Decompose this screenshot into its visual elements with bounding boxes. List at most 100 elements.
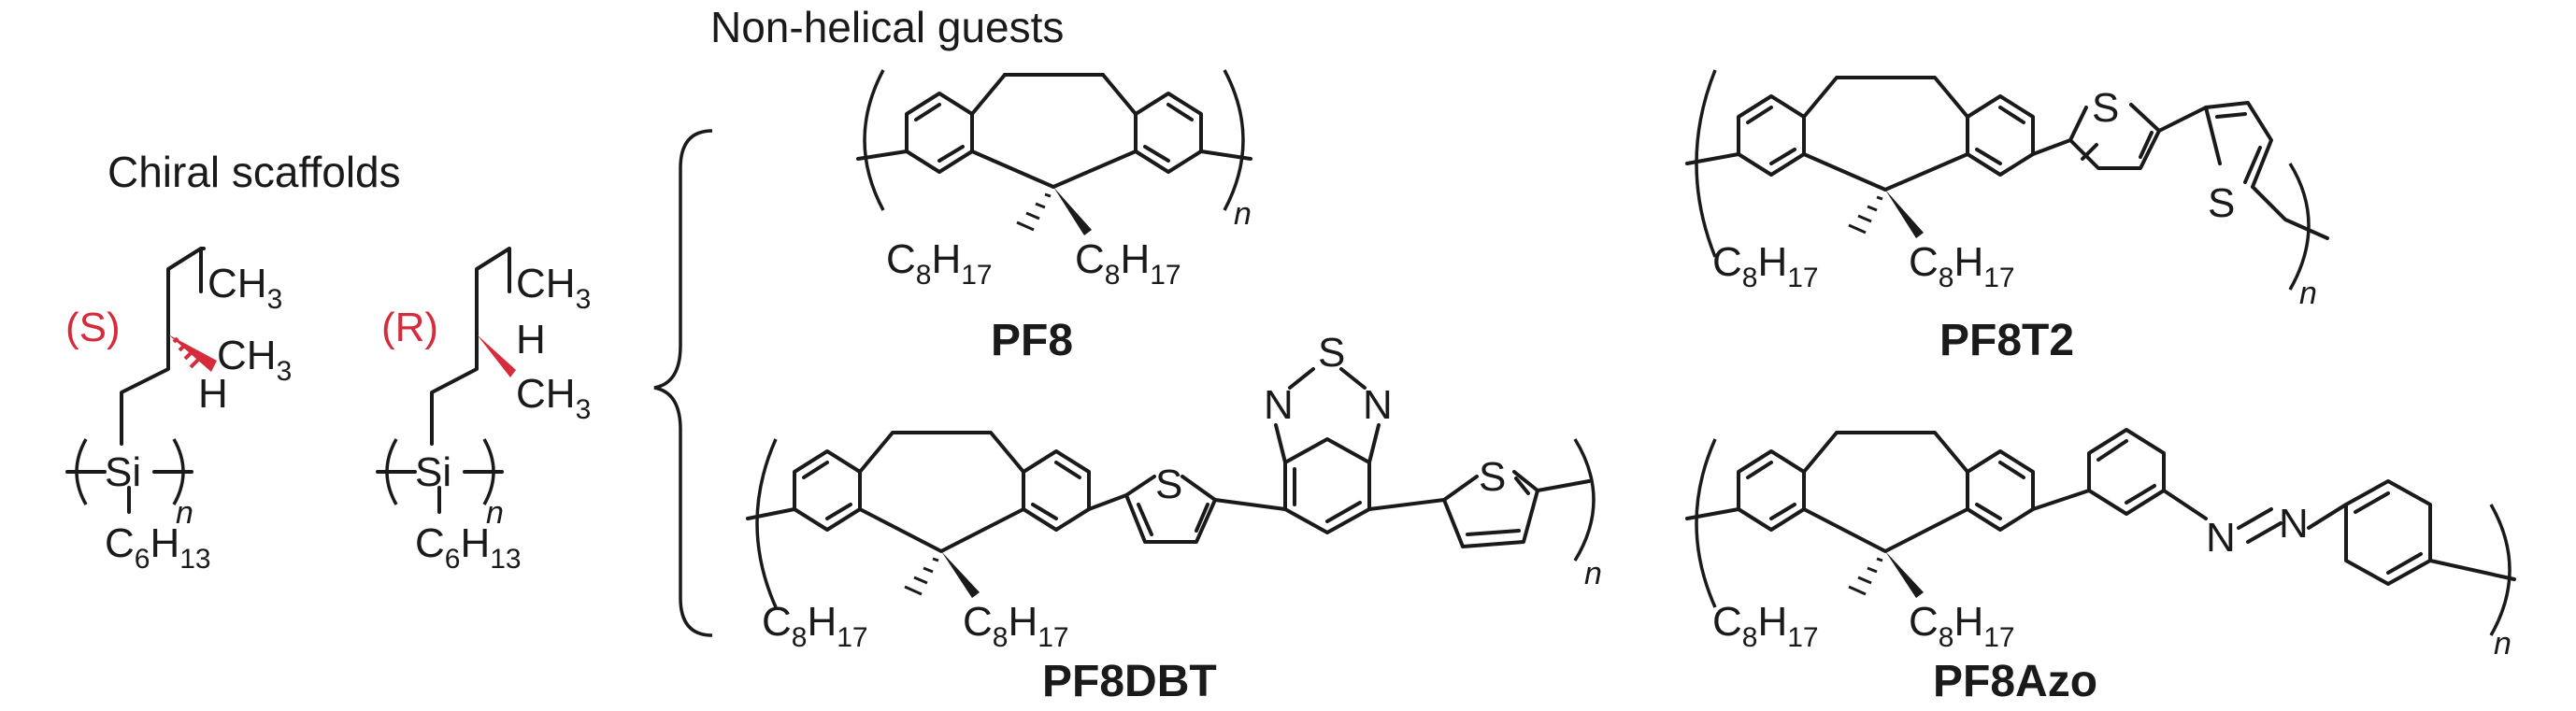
- s-left-paren: [75, 438, 88, 505]
- pf8t2-right-ring-double: [1975, 106, 2025, 165]
- pf8azo-structure: N N C8H17 C8H17 n PF8Azo: [1685, 428, 2516, 706]
- pf8t2-thiophene1-double: [2081, 131, 2154, 161]
- pf8dbt-wedge: [941, 551, 980, 598]
- r-hexyl: C6H13: [415, 520, 522, 575]
- pf8-left-ring-double: [914, 103, 965, 163]
- s-si-atom: Si: [105, 449, 141, 495]
- pf8azo-right-paren: [2489, 504, 2512, 636]
- pf8azo-n2: N: [2279, 501, 2309, 547]
- s-ch3-right: CH3: [217, 333, 292, 387]
- pf8t2-end-bond2: [2251, 185, 2329, 240]
- pf8-c8h17-right: C8H17: [1075, 236, 1181, 291]
- pf8t2-end-bond: [1685, 152, 1740, 165]
- pf8-end-bonds: [856, 149, 1252, 161]
- pf8t2-thiophene2: [2204, 101, 2273, 189]
- pf8dbt-btd-n-bonds: [1274, 367, 1381, 464]
- pf8azo-c8h17-right: C8H17: [1909, 599, 2015, 653]
- pf8t2-link: [2157, 106, 2208, 133]
- pf8dbt-right-paren: [1573, 438, 1596, 562]
- s-scaffold: (S) CH3 CH3 H Si n C6H13: [65, 247, 292, 575]
- pf8dbt-name: PF8DBT: [1042, 657, 1217, 706]
- pf8dbt-btd-ring-double: [1293, 467, 1362, 523]
- pf8t2-n-subscript: n: [2299, 276, 2317, 311]
- r-scaffold: (R) CH3 H CH3 Si n C6H13: [376, 247, 591, 575]
- pf8-right-ring-double: [1143, 103, 1194, 163]
- pf8t2-thiophene2-double: [2215, 112, 2262, 184]
- pf8azo-phenyl-a-double: [2097, 439, 2156, 505]
- r-red-wedge: [477, 334, 516, 377]
- r-ethyl-bonds: [475, 247, 511, 338]
- pf8dbt-hash: [904, 557, 939, 596]
- pf8t2-structure: S S C8H17 C8H17 n PF8T2: [1685, 69, 2329, 365]
- pf8-c8h17-left: C8H17: [886, 236, 993, 291]
- s-h-atom: H: [198, 371, 228, 417]
- pf8azo-azo-bonds: [2162, 489, 2348, 544]
- pf8azo-phenyl-a: [2087, 428, 2166, 516]
- pf8dbt-thiophene-a: [1087, 475, 1217, 544]
- s-ch3-top: CH3: [208, 261, 282, 315]
- pf8dbt-n-subscript: n: [1584, 556, 1602, 591]
- pf8t2-c8h17-right: C8H17: [1909, 239, 2015, 293]
- pf8dbt-n-right: N: [1363, 382, 1393, 428]
- pf8azo-wedge: [1885, 551, 1924, 598]
- pf8azo-n-subscript: n: [2494, 626, 2512, 661]
- chiral-scaffolds-heading: Chiral scaffolds: [107, 148, 401, 196]
- pf8-right-paren: [1223, 69, 1245, 211]
- pf8azo-name: PF8Azo: [1933, 657, 2097, 706]
- pf8dbt-n-left: N: [1264, 382, 1294, 428]
- s-backbone-bonds: [120, 334, 170, 446]
- pf8t2-right-paren: [2288, 163, 2311, 291]
- pf8dbt-left-paren: [755, 438, 778, 608]
- pf8t2-hash: [1848, 195, 1883, 235]
- r-ch3-top: CH3: [516, 261, 591, 315]
- s-hexyl: C6H13: [105, 520, 211, 575]
- pf8-structure: C8H17 C8H17 n PF8: [856, 69, 1252, 365]
- pf8azo-end-bond2: [2428, 559, 2516, 581]
- pf8dbt-c8h17-left: C8H17: [762, 599, 868, 653]
- s-stereo-label: (S): [65, 305, 121, 350]
- s-hashed-bond: [172, 336, 202, 369]
- pf8dbt-thiophene-b-double: [1466, 476, 1530, 536]
- pf8azo-phenyl-b-double: [2354, 491, 2423, 575]
- curly-brace: [653, 129, 713, 637]
- pf8t2-s1: S: [2092, 85, 2119, 131]
- pf8dbt-s-btd: S: [1318, 330, 1345, 376]
- r-backbone-bonds: [430, 334, 479, 446]
- pf8dbt-left-ring-double: [802, 461, 852, 520]
- r-si-atom: Si: [415, 449, 451, 495]
- pf8dbt-structure: S N N S S C8H17 C8H17 n PF8DBT: [746, 330, 1602, 706]
- pf8azo-phenyl-b: [2344, 479, 2432, 586]
- pf8t2-left-ring-double: [1746, 106, 1796, 165]
- pf8azo-left-paren: [1695, 438, 1717, 608]
- pf8azo-left-ring-double: [1746, 461, 1796, 520]
- pf8-n-subscript: n: [1234, 196, 1252, 232]
- pf8dbt-s-a: S: [1155, 462, 1182, 507]
- pf8azo-right-ring-double: [1975, 461, 2025, 520]
- pf8dbt-end-bond2: [1536, 479, 1591, 492]
- pf8t2-five-ring: [1802, 76, 1969, 192]
- pf8dbt-btd-ring: [1283, 437, 1371, 534]
- r-ch3-bottom: CH3: [516, 371, 591, 425]
- pf8dbt-link-a: [1213, 498, 1287, 511]
- pf8azo-c8h17-left: C8H17: [1712, 599, 1819, 653]
- pf8dbt-link-b: [1367, 498, 1446, 511]
- pf8azo-five-ring: [1802, 431, 1969, 553]
- pf8t2-left-paren: [1695, 69, 1717, 258]
- pf8dbt-thiophene-a-double: [1137, 503, 1209, 536]
- s-ethyl-bonds: [166, 247, 206, 338]
- pf8dbt-five-ring: [858, 431, 1025, 553]
- r-right-paren: [482, 438, 495, 505]
- pf8t2-thiophene1: [2031, 103, 2161, 170]
- pf8azo-n1: N: [2206, 515, 2236, 561]
- r-h-atom: H: [516, 317, 546, 363]
- pf8-name: PF8: [991, 316, 1073, 365]
- pf8dbt-end-bond: [746, 507, 796, 520]
- pf8-wedge: [1053, 187, 1092, 235]
- r-left-paren: [385, 438, 398, 505]
- pf8t2-c8h17-left: C8H17: [1712, 239, 1819, 293]
- r-stereo-label: (R): [381, 305, 438, 350]
- pf8dbt-thiophene-b: [1442, 470, 1539, 548]
- pf8-five-ring: [970, 73, 1138, 189]
- pf8dbt-right-ring-double: [1031, 461, 1081, 520]
